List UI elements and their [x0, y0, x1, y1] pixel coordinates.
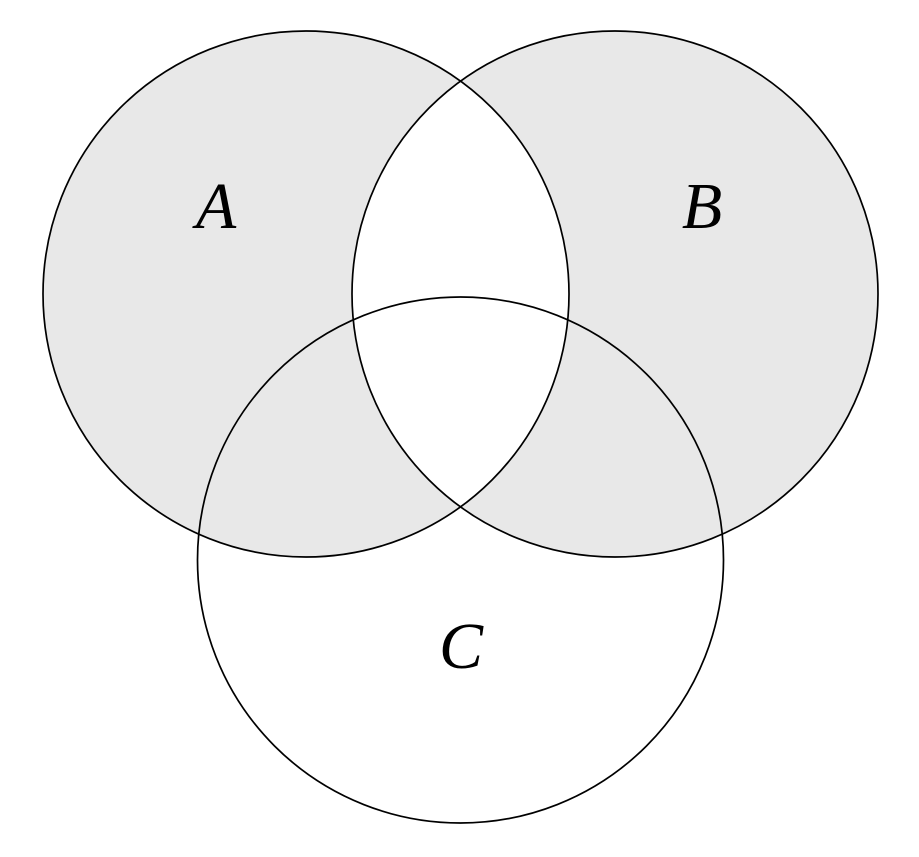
set-label-a: A — [192, 170, 237, 243]
shaded-region-a-xor-b — [43, 31, 878, 557]
circle-b-outline — [351, 30, 879, 558]
circle-a-outline — [42, 30, 570, 558]
set-label-c: C — [439, 610, 484, 683]
set-label-b: B — [682, 170, 722, 243]
circle-c-outline — [196, 296, 725, 824]
